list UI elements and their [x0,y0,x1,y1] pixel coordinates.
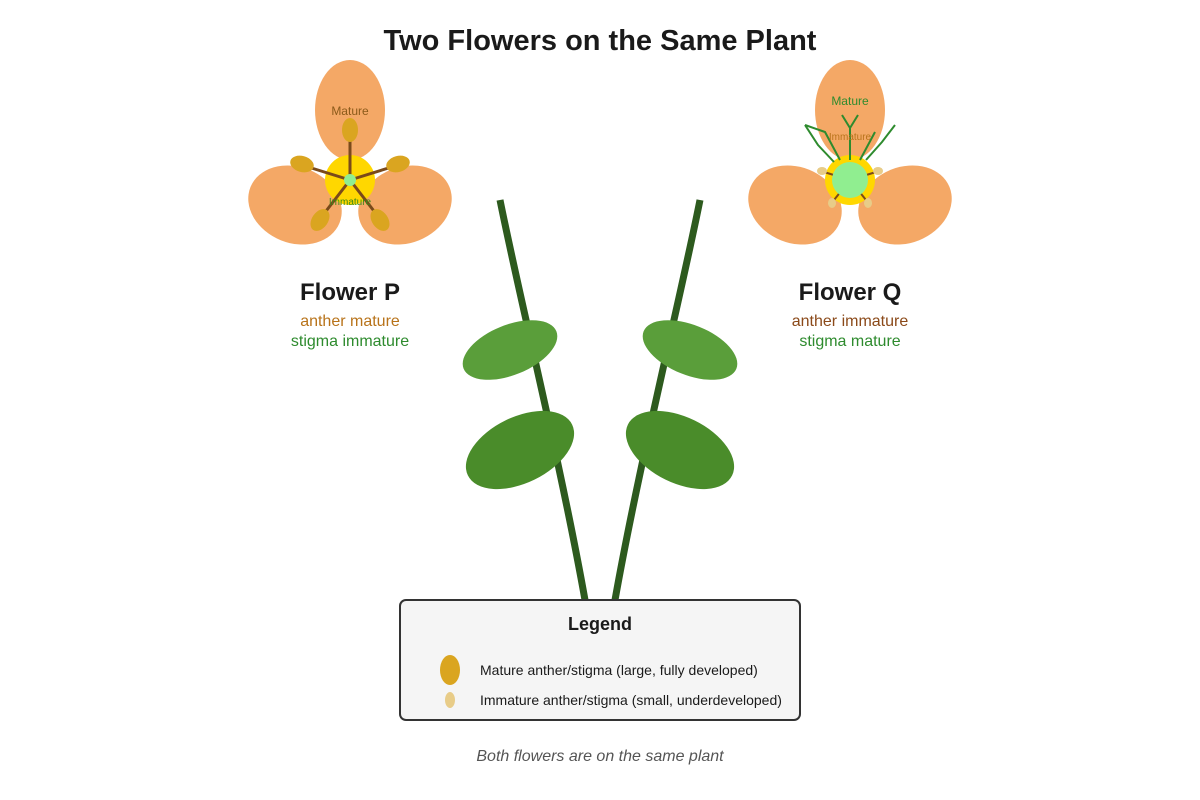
leaf-upper-right [642,320,738,380]
anther-immature [828,198,836,208]
leaf-lower-left [465,410,575,490]
flower-p: Mature Immature [248,60,452,245]
stigma-immature [344,174,356,186]
leaf-upper-left [462,320,558,380]
stem-left [496,199,589,601]
petal [815,60,885,160]
legend-item-mature: Mature anther/stigma (large, fully devel… [480,662,758,678]
legend-item-immature: Immature anther/stigma (small, underdeve… [480,692,782,708]
caption: Both flowers are on the same plant [476,748,724,765]
diagram-title: Two Flowers on the Same Plant [384,25,817,57]
flower-p-mature-label: Mature [331,104,369,118]
anther-mature [290,155,314,173]
anther-mature [386,155,410,173]
flower-q-mature-label: Mature [831,94,869,108]
petal [858,165,952,245]
stigma-mature [832,162,868,198]
petal [315,60,385,160]
legend-swatch-mature [440,655,460,685]
flower-q-stigma-status: stigma mature [799,333,900,350]
anther-mature [342,118,358,142]
anther-immature [873,167,883,175]
flower-q-immature-label: Immature [829,132,872,143]
plant-stem [496,199,704,601]
anther-mature [370,209,390,231]
flower-q-anther-status: anther immature [792,313,909,330]
flower-q: Mature Immature [748,60,952,245]
legend: Legend Mature anther/stigma (large, full… [399,599,801,721]
flower-p-stigma-status: stigma immature [291,333,409,350]
flower-p-immature-label: Immature [329,197,372,208]
flower-q-name: Flower Q [799,279,902,306]
anther-immature [864,198,872,208]
legend-title: Legend [568,614,632,634]
legend-box [399,599,801,721]
petal [748,165,842,245]
legend-swatch-immature [445,692,455,708]
stem-right [611,199,704,601]
leaves [462,320,738,490]
stigma-mature-lobes [804,114,896,163]
flower-p-name: Flower P [300,279,400,306]
anther-mature [310,209,330,231]
anther-immature [817,167,827,175]
leaf-lower-right [625,410,735,490]
flower-p-anther-status: anther mature [300,313,400,330]
